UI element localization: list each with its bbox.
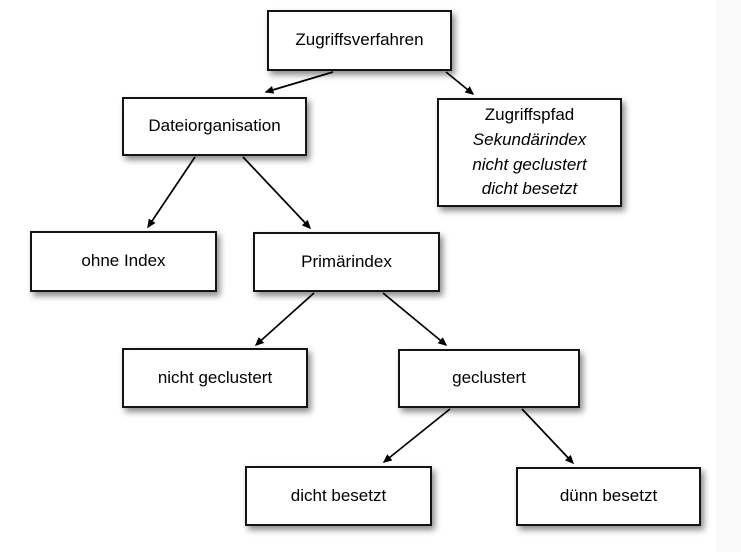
edge-geclustert-dicht-besetzt-arrow xyxy=(382,408,451,463)
node-primaerindex: Primärindex xyxy=(253,232,440,292)
right-edge-band xyxy=(716,0,741,552)
node-sublabel: nicht geclustert xyxy=(472,154,587,174)
edge-primaerindex-geclustert-arrow xyxy=(382,292,448,346)
edge-primaerindex-nicht-geclustert-arrow xyxy=(254,292,315,347)
node-zugriffsverfahren: Zugriffsverfahren xyxy=(267,10,452,71)
edge-geclustert-duenn-besetzt-arrow xyxy=(521,408,575,465)
node-nicht-geclustert: nicht geclustert xyxy=(122,348,308,408)
node-label: Primärindex xyxy=(301,251,392,271)
node-zugriffspfad: Zugriffspfad Sekundärindex nicht geclust… xyxy=(437,98,622,207)
node-ohne-index: ohne Index xyxy=(30,231,217,292)
node-duenn-besetzt: dünn besetzt xyxy=(516,467,701,526)
node-label: geclustert xyxy=(452,368,526,388)
node-sublabel: dicht besetzt xyxy=(481,179,578,199)
node-label: ohne Index xyxy=(81,251,166,271)
node-sublabel: Sekundärindex xyxy=(472,129,587,149)
node-label: dicht besetzt xyxy=(290,485,387,505)
edge-zugriffsverfahren-dateiorganisation-arrow xyxy=(264,71,334,94)
node-label: nicht geclustert xyxy=(157,367,273,387)
node-label: Dateiorganisation xyxy=(148,116,281,136)
edge-zugriffsverfahren-zugriffspfad-arrow xyxy=(445,71,475,95)
node-label: Zugriffspfad xyxy=(484,105,575,125)
node-dateiorganisation: Dateiorganisation xyxy=(122,97,307,156)
edge-dateiorganisation-primaerindex-arrow xyxy=(242,156,312,230)
node-label: Zugriffsverfahren xyxy=(295,30,424,50)
node-label: dünn besetzt xyxy=(559,486,658,506)
edge-dateiorganisation-ohne-index-arrow xyxy=(147,156,196,229)
node-dicht-besetzt: dicht besetzt xyxy=(245,466,432,526)
node-geclustert: geclustert xyxy=(398,349,580,408)
